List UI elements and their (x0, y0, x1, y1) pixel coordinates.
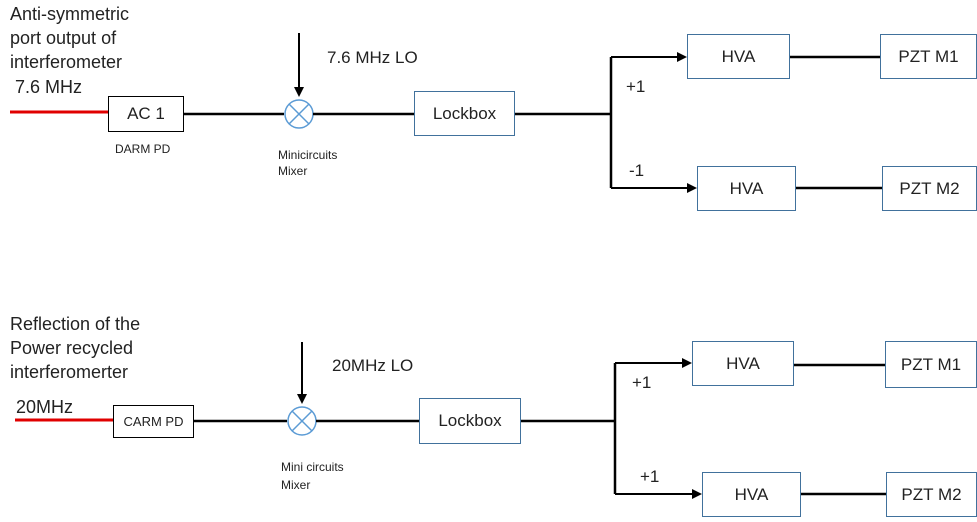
top-hva-upper-block: HVA (687, 34, 790, 79)
bottom-input-frequency: 20MHz (16, 397, 74, 417)
top-mixer-caption-line-1: Minicircuits (278, 148, 338, 162)
top-pzt-m1-label: PZT M1 (898, 46, 959, 66)
bottom-mixer-caption-line-2: Mixer (281, 478, 311, 492)
top-pzt-m2-block: PZT M2 (882, 166, 977, 211)
top-mixer-caption-line-2: Mixer (278, 164, 308, 178)
top-input-frequency: 7.6 MHz (15, 77, 83, 97)
top-upper-gain-label: +1 (626, 77, 646, 96)
top-hva-lower-label: HVA (729, 178, 764, 198)
top-source-label-line-2: port output of (10, 28, 117, 48)
bottom-hva-upper-block: HVA (692, 341, 794, 386)
bottom-hva-lower-block: HVA (702, 472, 801, 517)
bottom-pzt-m1-block: PZT M1 (885, 341, 977, 388)
bottom-pzt-m2-block: PZT M2 (886, 472, 977, 517)
top-source-label-line-1: Anti-symmetric (10, 4, 130, 24)
top-ac1-detector-block: AC 1 (108, 96, 184, 132)
bottom-pzt-m2-label: PZT M2 (901, 484, 962, 504)
bottom-carm-detector-block: CARM PD (113, 405, 194, 438)
top-hva-lower-block: HVA (697, 166, 796, 211)
bottom-lockbox-block: Lockbox (419, 398, 521, 444)
bottom-source-label-line-3: interferomerter (10, 362, 129, 382)
top-ac1-detector-label: AC 1 (127, 104, 165, 123)
bottom-mixer-symbol (287, 406, 317, 436)
bottom-hva-upper-label: HVA (726, 353, 760, 373)
bottom-source-label-line-1: Reflection of the (10, 314, 141, 334)
bottom-upper-gain-label: +1 (632, 373, 652, 392)
top-source-label-line-3: interferometer (10, 52, 123, 72)
top-detector-caption: DARM PD (115, 142, 171, 156)
top-pzt-m2-label: PZT M2 (899, 178, 960, 198)
bottom-carm-detector-label: CARM PD (123, 414, 184, 429)
bottom-pzt-m1-label: PZT M1 (900, 354, 962, 374)
top-lockbox-label: Lockbox (432, 103, 497, 123)
top-lo-label: 7.6 MHz LO (327, 48, 418, 67)
bottom-source-label-line-2: Power recycled (10, 338, 134, 358)
bottom-lower-gain-label: +1 (640, 467, 660, 486)
top-mixer-symbol (284, 99, 314, 129)
bottom-hva-lower-label: HVA (734, 484, 769, 504)
bottom-mixer-caption-line-1: Mini circuits (281, 460, 344, 474)
bottom-lockbox-label: Lockbox (438, 411, 502, 430)
top-lower-gain-label: -1 (629, 161, 645, 180)
bottom-lo-label: 20MHz LO (332, 356, 414, 375)
top-lockbox-block: Lockbox (414, 91, 515, 136)
top-hva-upper-label: HVA (721, 46, 756, 66)
top-pzt-m1-block: PZT M1 (880, 34, 977, 79)
